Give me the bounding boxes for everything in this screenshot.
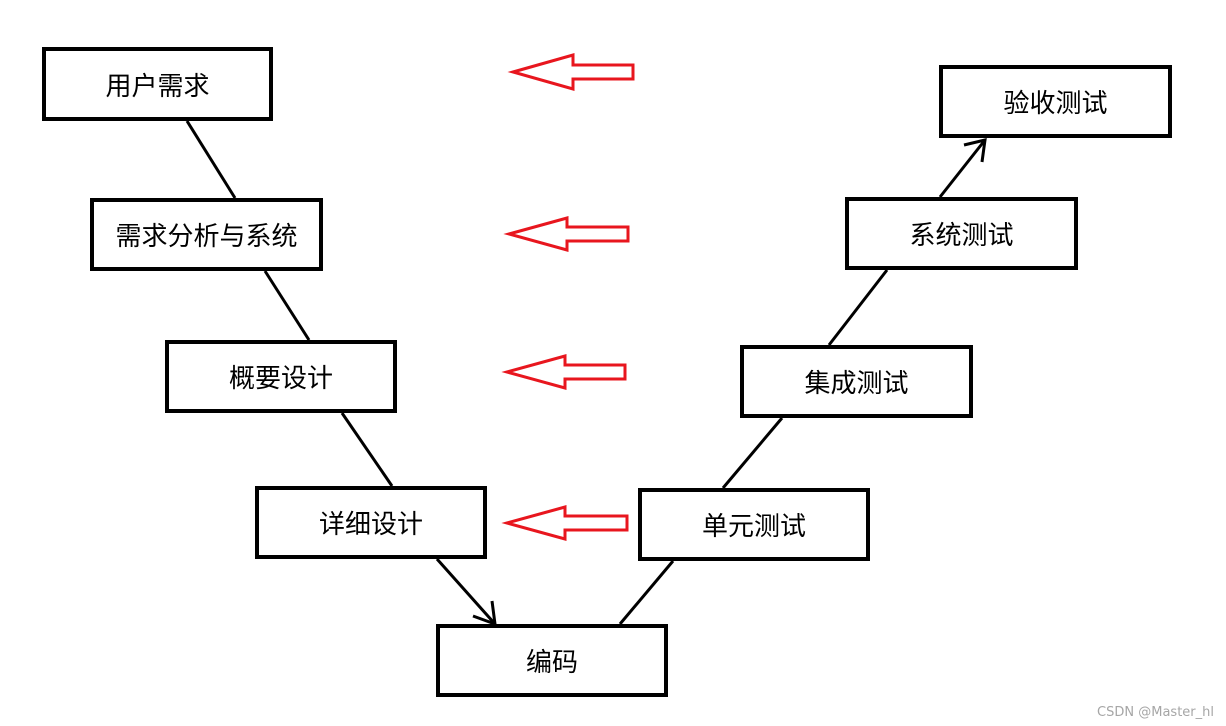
verification-arrow-left-icon	[501, 354, 627, 390]
stage-requirement-analysis: 需求分析与系统	[90, 198, 323, 271]
stage-label: 详细设计	[318, 510, 423, 540]
stage-label: 单元测试	[701, 512, 806, 542]
stage-label: 验收测试	[1003, 89, 1108, 119]
connector-user-req-to-analysis	[185, 120, 237, 199]
stage-system-test: 系统测试	[845, 197, 1078, 270]
connector-integration-to-system	[827, 269, 889, 346]
connector-analysis-to-overview	[263, 270, 311, 341]
verification-arrow-left-icon	[501, 505, 629, 541]
stage-unit-test: 单元测试	[638, 488, 870, 561]
verification-arrow-left-icon	[507, 53, 635, 91]
stage-integration-test: 集成测试	[740, 345, 973, 418]
stage-coding: 编码	[436, 624, 668, 697]
stage-label: 编码	[525, 648, 578, 678]
connector-unit-to-integration	[721, 417, 784, 489]
stage-label: 系统测试	[909, 221, 1014, 251]
connector-coding-to-unit-test	[618, 560, 675, 625]
connector-detail-to-coding	[435, 558, 497, 625]
verification-arrow-left-icon	[503, 216, 630, 252]
stage-label: 用户需求	[105, 71, 210, 102]
stage-detailed-design: 详细设计	[255, 486, 487, 559]
connector-system-to-acceptance	[938, 139, 987, 198]
connector-overview-to-detail	[340, 412, 394, 487]
stage-user-requirements: 用户需求	[42, 47, 273, 121]
arrowhead-up-icon	[963, 138, 987, 163]
stage-label: 集成测试	[804, 369, 909, 399]
stage-acceptance-test: 验收测试	[939, 65, 1172, 138]
watermark: CSDN @Master_hl	[1097, 705, 1214, 720]
stage-label: 需求分析与系统	[115, 222, 298, 252]
stage-overview-design: 概要设计	[165, 340, 397, 413]
stage-label: 概要设计	[228, 364, 333, 394]
